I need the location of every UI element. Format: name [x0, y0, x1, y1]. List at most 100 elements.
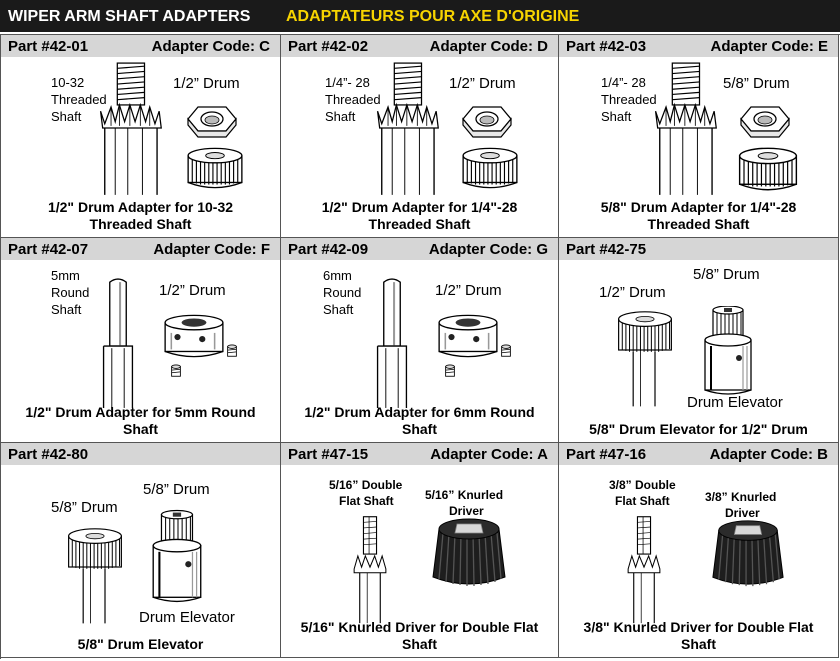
- caption-line: Shaft: [681, 636, 716, 652]
- part-number: Part #42-75: [566, 241, 647, 258]
- card-header: Part #42-07 Adapter Code: F: [1, 238, 280, 260]
- driver-label-2: Driver: [725, 506, 760, 520]
- card-header: Part #42-80: [1, 443, 280, 465]
- caption-line: 3/8" Knurled Driver for Double Flat: [583, 619, 814, 635]
- shaft-label-2: Flat Shaft: [615, 494, 670, 508]
- title-french: ADAPTATEURS POUR AXE D'ORIGINE: [286, 8, 580, 25]
- shaft-label-2: Threaded: [51, 92, 107, 107]
- product-card: Part #42-09 Adapter Code: G 6mm Round Sh…: [281, 238, 559, 443]
- caption-line: 5/8" Drum Elevator for 1/2" Drum: [589, 421, 808, 437]
- product-caption: 1/2" Drum Adapter for 1/4"-28 Threaded S…: [287, 199, 552, 233]
- caption-line: 1/2" Drum Adapter for 6mm Round: [304, 404, 535, 420]
- adapter-code: Adapter Code: B: [709, 446, 828, 463]
- product-card: Part #42-03 Adapter Code: E 1/4”- 28 Thr…: [559, 35, 839, 238]
- caption-line: 5/8" Drum Adapter for 1/4"-28: [600, 199, 797, 215]
- shaft-label-3: Shaft: [323, 302, 354, 317]
- drum-elevator-icon: [152, 509, 202, 603]
- shaft-label-1: 6mm: [323, 268, 352, 283]
- shaft-label-1: 3/8” Double: [609, 478, 676, 492]
- adapter-code: Adapter Code: G: [428, 241, 548, 258]
- drum-label: 1/2” Drum: [435, 282, 502, 299]
- part-number: Part #42-07: [8, 241, 89, 258]
- driver-label-2: Driver: [449, 504, 484, 518]
- adapter-code: Adapter Code: E: [710, 38, 828, 55]
- set-screw-icon: [227, 344, 237, 357]
- set-screw-icon: [171, 364, 181, 377]
- knurled-drum-icon: [738, 147, 798, 191]
- adapter-code: Adapter Code: F: [153, 241, 270, 258]
- adapter-code: Adapter Code: A: [430, 446, 548, 463]
- part-number: Part #47-15: [288, 446, 369, 463]
- product-illustration: [627, 516, 784, 624]
- shaft-label-2: Round: [51, 285, 90, 300]
- part-number: Part #47-16: [566, 446, 647, 463]
- caption-line: 5/16" Knurled Driver for Double Flat: [300, 619, 539, 635]
- part-number: Part #42-02: [288, 38, 369, 55]
- product-caption: 3/8" Knurled Driver for Double Flat Shaf…: [565, 619, 832, 653]
- round-shaft-icon: [376, 277, 408, 410]
- drum-label: 1/2” Drum: [599, 284, 666, 301]
- adapter-code: Adapter Code: D: [429, 38, 548, 55]
- round-shaft-icon: [102, 278, 134, 409]
- product-card: Part #42-02 Adapter Code: D 1/4”- 28 Thr…: [281, 35, 559, 238]
- product-card: Part #42-80 5/8” Drum 5/8” Drum Drum Ele…: [1, 443, 281, 658]
- shaft-label-2: Threaded: [325, 92, 381, 107]
- shaft-label-3: Shaft: [325, 109, 356, 124]
- product-card: Part #42-07 Adapter Code: F 5mm Round Sh…: [1, 238, 281, 443]
- driver-label-1: 3/8” Knurled: [705, 490, 777, 504]
- drum-label: 1/2” Drum: [173, 75, 240, 92]
- title-english: WIPER ARM SHAFT ADAPTERS: [8, 8, 251, 25]
- part-number: Part #42-80: [8, 446, 89, 463]
- adapter-code: Adapter Code: C: [151, 38, 270, 55]
- part-number: Part #42-09: [288, 241, 369, 258]
- shaft-label-3: Shaft: [51, 109, 82, 124]
- shaft-label-1: 5/16” Double: [329, 478, 403, 492]
- hex-nut-icon: [187, 106, 237, 138]
- product-illustration: [67, 509, 202, 625]
- hex-nut-icon: [740, 106, 790, 138]
- product-grid: Part #42-01 Adapter Code: C 10-32 Thread…: [0, 34, 840, 659]
- shaft-label-1: 1/4”- 28: [325, 75, 370, 90]
- caption-line: Threaded Shaft: [647, 216, 750, 232]
- knurled-driver-icon: [712, 520, 784, 587]
- caption-line: Threaded Shaft: [368, 216, 471, 232]
- product-card: Part #47-16 Adapter Code: B 3/8” Double …: [559, 443, 839, 658]
- elevator-label: Drum Elevator: [139, 609, 235, 626]
- product-caption: 5/8" Drum Elevator: [7, 636, 274, 653]
- caption-line: 1/2" Drum Adapter for 5mm Round: [25, 404, 256, 420]
- shaft-label-1: 1/4”- 28: [601, 75, 646, 90]
- drum-label: 5/8” Drum: [723, 75, 790, 92]
- set-screw-icon: [501, 344, 511, 357]
- drum-label-2: 5/8” Drum: [693, 266, 760, 283]
- knurled-drum-icon: [462, 147, 518, 189]
- shaft-label-2: Flat Shaft: [339, 494, 394, 508]
- caption-line: Shaft: [402, 421, 437, 437]
- caption-line: Shaft: [123, 421, 158, 437]
- shaft-label-3: Shaft: [51, 302, 82, 317]
- drum-label: 1/2” Drum: [449, 75, 516, 92]
- driver-label-1: 5/16” Knurled: [425, 488, 504, 502]
- drum-label: 1/2” Drum: [159, 282, 226, 299]
- product-caption: 1/2" Drum Adapter for 10-32 Threaded Sha…: [7, 199, 274, 233]
- caption-line: Shaft: [402, 636, 437, 652]
- product-caption: 1/2" Drum Adapter for 5mm Round Shaft: [7, 404, 274, 438]
- drum-elevator-icon: [704, 306, 752, 395]
- knurled-drum-icon: [187, 147, 243, 189]
- part-number: Part #42-03: [566, 38, 647, 55]
- elevator-label: Drum Elevator: [687, 394, 783, 411]
- product-caption: 5/8" Drum Elevator for 1/2" Drum: [565, 421, 832, 438]
- card-header: Part #42-02 Adapter Code: D: [281, 35, 558, 57]
- product-caption: 5/8" Drum Adapter for 1/4"-28 Threaded S…: [565, 199, 832, 233]
- product-card: Part #42-01 Adapter Code: C 10-32 Thread…: [1, 35, 281, 238]
- caption-line: 1/2" Drum Adapter for 1/4"-28: [321, 199, 518, 215]
- product-illustration: [353, 516, 506, 624]
- card-header: Part #42-01 Adapter Code: C: [1, 35, 280, 57]
- card-header: Part #42-03 Adapter Code: E: [559, 35, 838, 57]
- threaded-shaft-icon: [99, 62, 162, 196]
- drum-label: 5/8” Drum: [51, 499, 118, 516]
- caption-line: Threaded Shaft: [89, 216, 192, 232]
- product-illustration: [376, 62, 518, 196]
- knurled-drum-on-shaft-icon: [617, 311, 673, 408]
- set-screw-icon: [445, 364, 455, 377]
- product-card: Part #42-75 1/2” Drum 5/8” Drum Drum Ele…: [559, 238, 839, 443]
